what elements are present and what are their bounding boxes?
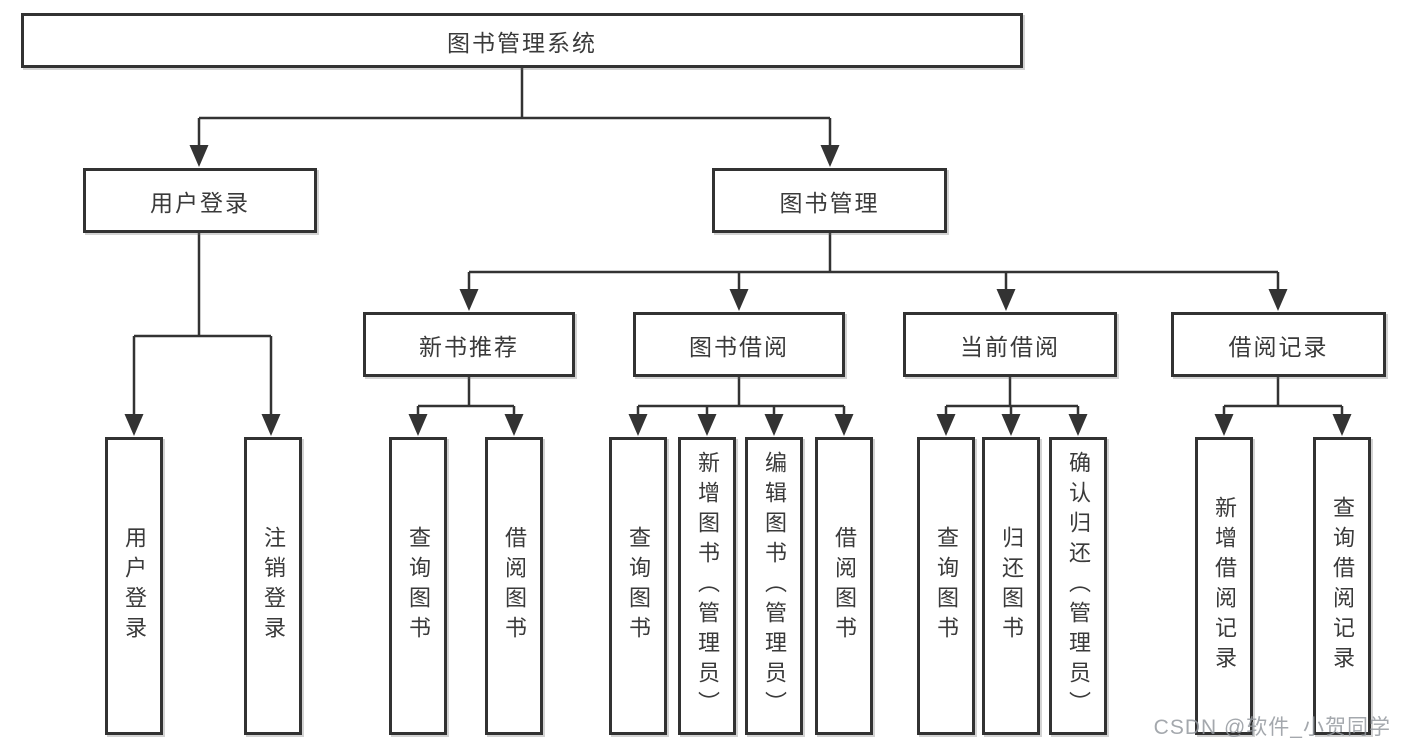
leaf-br-add-record-label: 新增借阅记录 xyxy=(1212,496,1237,676)
leaf-nbr-query-book-label: 查询图书 xyxy=(406,526,431,646)
leaf-bb-borrow-book: 借阅图书 xyxy=(815,437,873,735)
node-borrow-record-label: 借阅记录 xyxy=(1228,333,1329,360)
node-book-borrow-label: 图书借阅 xyxy=(689,333,789,360)
leaf-bb-borrow-book-label: 借阅图书 xyxy=(832,526,857,646)
node-book-management-label: 图书管理 xyxy=(779,189,880,216)
leaf-cb-confirm-return-admin-label: 确认归还（管理员） xyxy=(1066,451,1091,721)
leaf-nbr-borrow-book: 借阅图书 xyxy=(485,437,543,735)
leaf-br-query-record: 查询借阅记录 xyxy=(1313,437,1371,735)
leaf-user-login: 用户登录 xyxy=(105,437,163,735)
leaf-bb-edit-book-admin: 编辑图书（管理员） xyxy=(745,437,803,735)
node-current-borrow-label: 当前借阅 xyxy=(960,333,1060,360)
node-book-borrow: 图书借阅 xyxy=(633,312,845,377)
leaf-bb-edit-book-admin-label: 编辑图书（管理员） xyxy=(762,451,787,721)
leaf-cb-return-book: 归还图书 xyxy=(982,437,1040,735)
node-new-book-recommend: 新书推荐 xyxy=(363,312,575,377)
node-book-management: 图书管理 xyxy=(712,168,947,233)
leaf-br-query-record-label: 查询借阅记录 xyxy=(1330,496,1355,676)
node-root: 图书管理系统 xyxy=(21,13,1023,68)
leaf-logout-label: 注销登录 xyxy=(261,526,286,646)
node-root-label: 图书管理系统 xyxy=(447,29,597,56)
leaf-logout: 注销登录 xyxy=(244,437,302,735)
leaf-nbr-borrow-book-label: 借阅图书 xyxy=(502,526,527,646)
node-user-login: 用户登录 xyxy=(83,168,317,233)
node-user-login-label: 用户登录 xyxy=(150,189,250,216)
leaf-user-login-label: 用户登录 xyxy=(122,526,147,646)
leaf-cb-return-book-label: 归还图书 xyxy=(999,526,1024,646)
node-borrow-record: 借阅记录 xyxy=(1171,312,1386,377)
node-new-book-recommend-label: 新书推荐 xyxy=(419,333,519,360)
leaf-cb-confirm-return-admin: 确认归还（管理员） xyxy=(1049,437,1107,735)
leaf-cb-query-book: 查询图书 xyxy=(917,437,975,735)
watermark: CSDN @软件_小贺同学 xyxy=(1153,716,1391,739)
leaf-cb-query-book-label: 查询图书 xyxy=(934,526,959,646)
leaf-bb-query-book-label: 查询图书 xyxy=(626,526,651,646)
leaf-bb-add-book-admin-label: 新增图书（管理员） xyxy=(695,451,720,721)
leaf-bb-query-book: 查询图书 xyxy=(609,437,667,735)
node-current-borrow: 当前借阅 xyxy=(903,312,1117,377)
leaf-bb-add-book-admin: 新增图书（管理员） xyxy=(678,437,736,735)
leaf-nbr-query-book: 查询图书 xyxy=(389,437,447,735)
leaf-br-add-record: 新增借阅记录 xyxy=(1195,437,1253,735)
